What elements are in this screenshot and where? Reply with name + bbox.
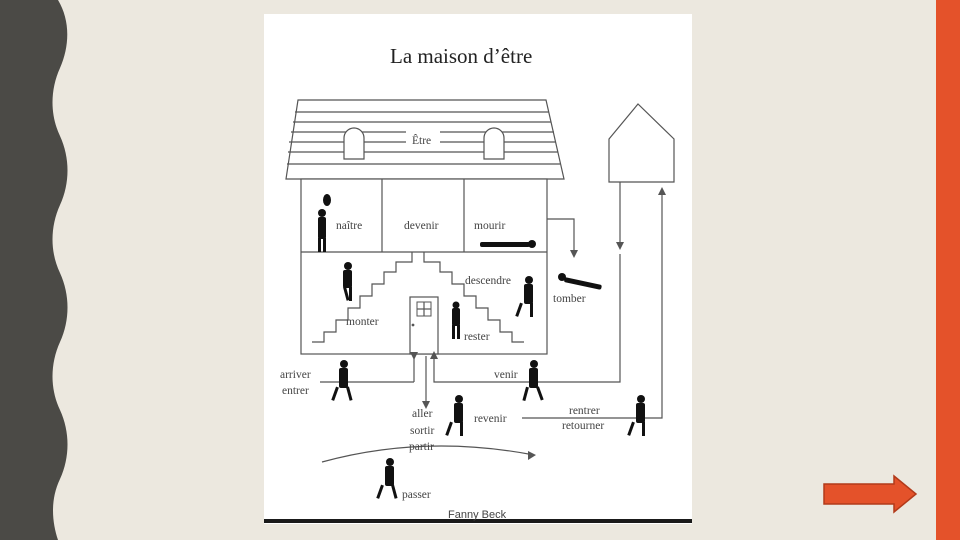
person-coming-venir — [522, 360, 544, 402]
person-arriving — [331, 360, 353, 401]
label-mourir: mourir — [474, 220, 505, 232]
label-revenir: revenir — [474, 413, 507, 425]
right-arrow-icon — [823, 474, 918, 514]
label-venir: venir — [494, 369, 518, 381]
label-descendre: descendre — [465, 275, 511, 287]
person-silhouettes — [318, 194, 645, 499]
label-naitre: naître — [336, 220, 362, 232]
person-lying-mourir — [480, 240, 536, 248]
figure-bottom-rule — [264, 519, 692, 523]
diagram-arrows — [320, 182, 666, 463]
accent-side-bar — [936, 0, 960, 540]
person-leaving — [445, 395, 463, 436]
author-credit: Fanny Beck — [448, 509, 507, 521]
person-holding-baby — [318, 194, 331, 252]
person-staying-rester — [452, 301, 460, 339]
person-returning — [627, 395, 645, 436]
decorative-wavy-sidebar — [0, 0, 68, 540]
maison-d-etre-diagram: La maison d’être Être — [264, 14, 692, 524]
house-body — [300, 178, 548, 355]
label-rentrer: rentrer — [569, 405, 600, 417]
label-entrer: entrer — [282, 385, 309, 397]
person-falling-tomber — [558, 273, 602, 290]
small-house — [608, 103, 675, 183]
person-passing — [376, 458, 398, 499]
person-climbing-monter — [343, 262, 352, 301]
label-aller: aller — [412, 408, 433, 420]
label-rester: rester — [464, 331, 490, 343]
house-roof: Être — [285, 99, 565, 180]
roof-label: Être — [412, 133, 431, 147]
label-arriver: arriver — [280, 369, 311, 381]
next-slide-button[interactable] — [822, 474, 918, 514]
person-descending — [515, 276, 533, 317]
label-sortir: sortir — [410, 425, 434, 437]
label-retourner: retourner — [562, 420, 604, 432]
label-devenir: devenir — [404, 220, 439, 232]
verb-labels: naître devenir mourir descendre tomber m… — [280, 220, 604, 501]
diagram-title: La maison d’être — [390, 44, 532, 68]
label-passer: passer — [402, 489, 431, 501]
label-monter: monter — [346, 316, 379, 328]
label-tomber: tomber — [553, 293, 586, 305]
label-partir: partir — [409, 441, 434, 453]
